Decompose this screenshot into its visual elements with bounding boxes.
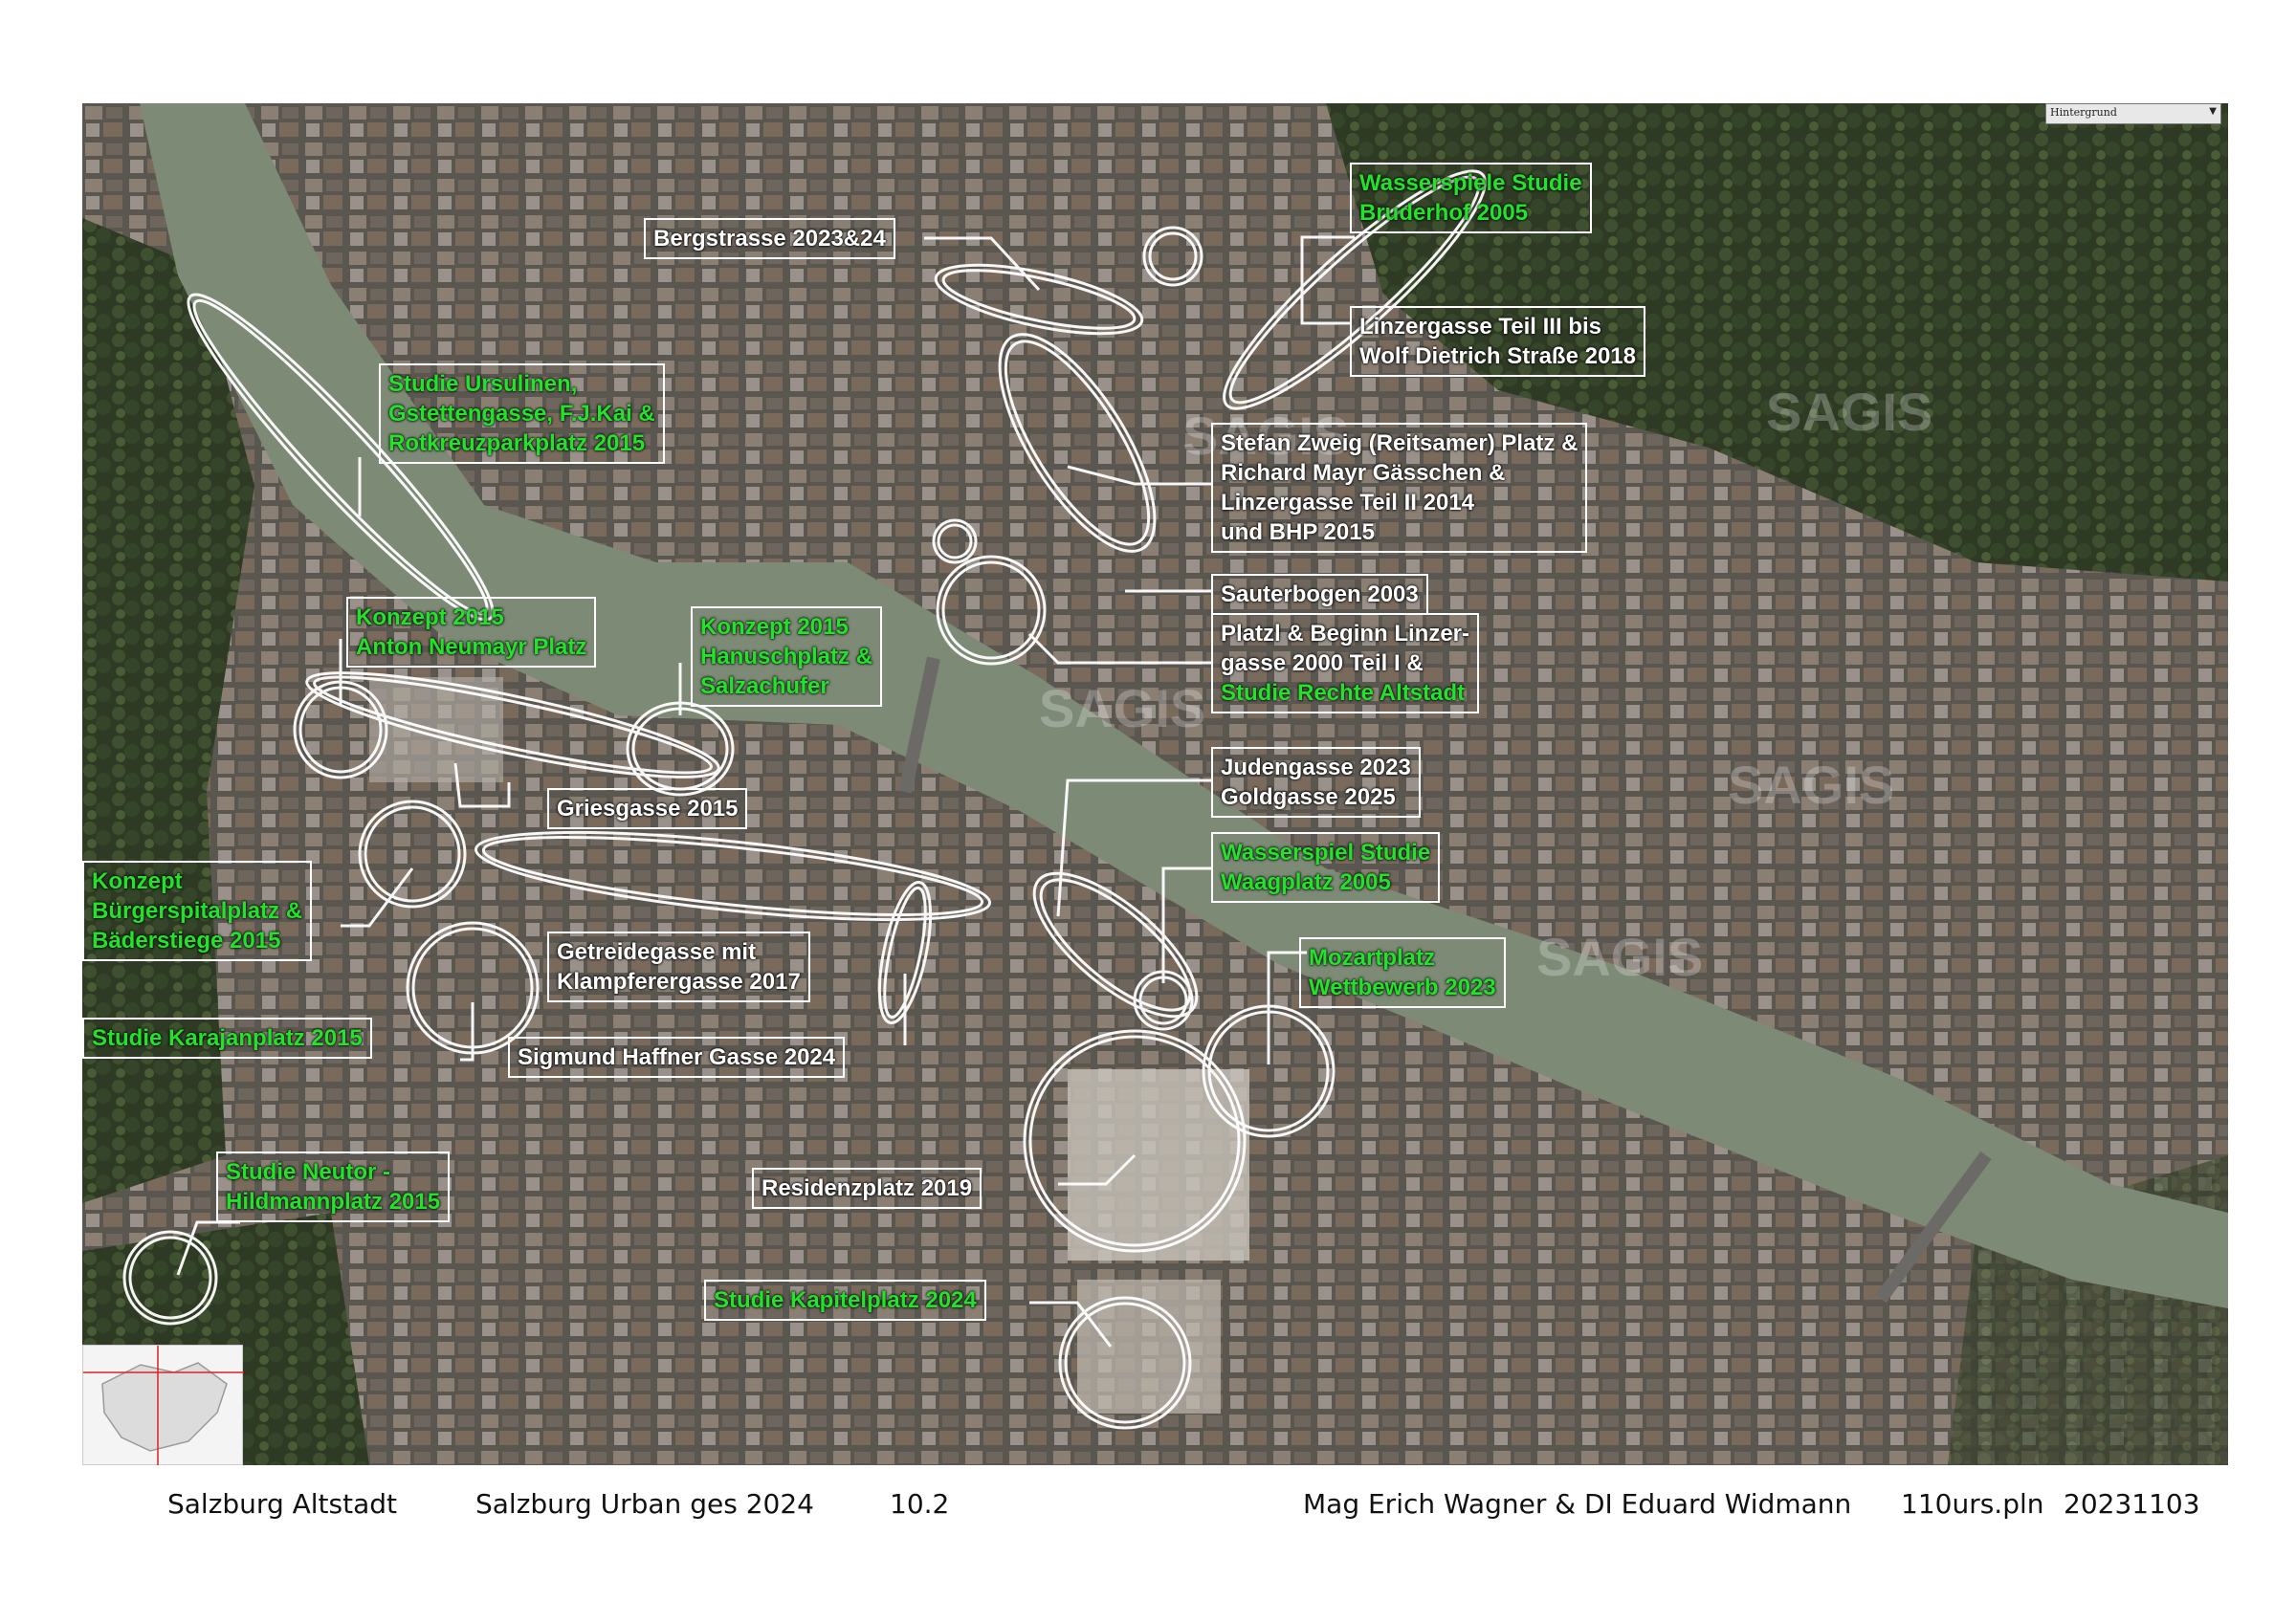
label-kapitelplatz: Studie Kapitelplatz 2024	[704, 1280, 986, 1321]
footer-number: 10.2	[890, 1488, 950, 1520]
overview-minimap[interactable]	[82, 1345, 244, 1465]
label-stefan-zweig-platz: Stefan Zweig (Reitsamer) Platz & Richard…	[1211, 423, 1588, 553]
label-griesgasse: Griesgasse 2015	[547, 788, 748, 829]
label-linzergasse-teil-3: Linzergasse Teil III bis Wolf Dietrich S…	[1350, 306, 1645, 377]
aerial-photo	[82, 103, 2228, 1465]
label-bergstrasse: Bergstrasse 2023&24	[644, 218, 895, 259]
footer-date: 20231103	[2064, 1488, 2200, 1520]
footer: Salzburg Altstadt Salzburg Urban ges 202…	[0, 1488, 2296, 1526]
chevron-down-icon: ▼	[2209, 106, 2217, 117]
label-platzl: Platzl & Beginn Linzer- gasse 2000 Teil …	[1211, 613, 1480, 713]
label-wasserspiele-bruderhof: Wasserspiele Studie Bruderhof 2005	[1350, 163, 1592, 233]
label-getreidegasse: Getreidegasse mit Klampferergasse 2017	[547, 932, 810, 1002]
footer-file: 110urs.pln	[1901, 1488, 2044, 1520]
label-neutor: Studie Neutor - Hildmannplatz 2015	[216, 1151, 451, 1222]
watermark: SAGIS	[1536, 927, 1704, 987]
label-mozartplatz: Mozartplatz Wettbewerb 2023	[1299, 937, 1506, 1008]
label-anton-neumayr-platz: Konzept 2015 Anton Neumayr Platz	[346, 597, 597, 668]
label-waagplatz: Wasserspiel Studie Waagplatz 2005	[1211, 832, 1441, 903]
label-rechte-altstadt: Studie Rechte Altstadt	[1221, 680, 1466, 706]
label-sauterbogen: Sauterbogen 2003	[1211, 574, 1428, 615]
footer-authors: Mag Erich Wagner & DI Eduard Widmann	[1303, 1488, 1852, 1520]
background-layer-label: Hintergrund	[2050, 106, 2117, 119]
label-residenzplatz: Residenzplatz 2019	[752, 1168, 982, 1209]
footer-project: Salzburg Urban ges 2024	[475, 1488, 814, 1520]
watermark: SAGIS	[1766, 382, 1933, 442]
label-karajanplatz: Studie Karajanplatz 2015	[82, 1018, 372, 1059]
label-hanuschplatz: Konzept 2015 Hanuschplatz & Salzachufer	[691, 606, 883, 707]
watermark: SAGIS	[1039, 678, 1206, 738]
watermark: SAGIS	[1182, 406, 1350, 466]
footer-place: Salzburg Altstadt	[167, 1488, 398, 1520]
label-ursulinen: Studie Ursulinen, Gstettengasse, F.J.Kai…	[379, 363, 665, 464]
label-judengasse: Judengasse 2023 Goldgasse 2025	[1211, 747, 1421, 818]
watermark: SAGIS	[1728, 755, 1895, 815]
study-area-overlay	[122, 169, 1487, 1430]
background-layer-dropdown[interactable]: Hintergrund ▼	[2045, 103, 2221, 124]
aerial-map[interactable]: SAGIS SAGIS SAGIS SAGIS SAGIS	[82, 103, 2228, 1465]
overview-map-shape	[83, 1346, 244, 1465]
label-sigmund-haffner-gasse: Sigmund Haffner Gasse 2024	[508, 1037, 846, 1078]
label-buergerspitalplatz: Konzept Bürgerspitalplatz & Bäderstiege …	[82, 861, 313, 961]
